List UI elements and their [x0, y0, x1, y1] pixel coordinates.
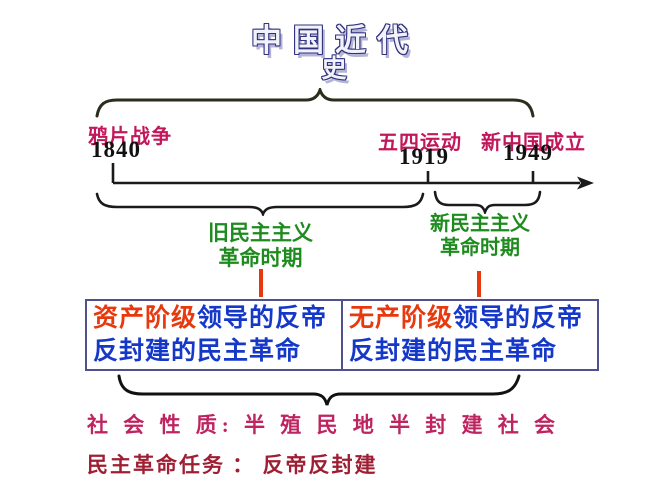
box-line: 反封建的民主革命: [349, 337, 558, 365]
box-highlight: 资产阶级: [93, 304, 198, 332]
event-label-new-china: 新中国成立: [481, 132, 586, 154]
event-label-may-fourth: 五四运动: [378, 132, 462, 154]
period-old-line-1: 旧民主主义: [208, 221, 313, 245]
old-period-connector-line: [259, 269, 263, 297]
title-line-2: 史: [321, 55, 349, 83]
top-brace: [95, 88, 535, 118]
title-line-1: 中国近代: [251, 23, 419, 58]
page-title: 中国近代 史: [210, 23, 460, 83]
revolution-definition-boxes: 资产阶级领导的反帝 反封建的民主革命 无产阶级领导的反帝 反封建的民主革命: [85, 299, 599, 371]
new-period-connector-line: [477, 271, 481, 297]
bourgeois-revolution-box: 资产阶级领导的反帝 反封建的民主革命: [87, 301, 343, 369]
period-old-democratic: 旧民主主义 革命时期: [188, 221, 333, 271]
period-old-line-2: 革命时期: [218, 246, 303, 270]
society-nature-text: 社 会 性 质: 半 殖 民 地 半 封 建 社 会: [87, 413, 560, 437]
year-1919: 1919: [399, 144, 449, 169]
new-period-brace: [433, 190, 542, 214]
box-highlight: 无产阶级: [349, 304, 454, 332]
old-period-brace: [95, 192, 425, 216]
year-1840: 1840: [91, 137, 141, 162]
arrowhead-icon: [577, 176, 594, 190]
summary-brace: [117, 374, 521, 406]
box-line: 资产阶级领导的反帝: [93, 302, 335, 335]
period-new-line-2: 革命时期: [440, 237, 520, 259]
period-new-line-1: 新民主主义: [430, 213, 530, 235]
box-line: 反封建的民主革命: [93, 337, 302, 365]
proletarian-revolution-box: 无产阶级领导的反帝 反封建的民主革命: [343, 301, 597, 369]
timeline-axis: [111, 163, 594, 190]
box-rest: 领导的反帝: [453, 304, 584, 332]
box-rest: 领导的反帝: [197, 304, 328, 332]
revolution-task-text: 民主革命任务 ： 反帝反封建: [87, 453, 378, 477]
year-1949: 1949: [503, 140, 553, 165]
period-new-democratic: 新民主主义 革命时期: [416, 212, 544, 260]
event-label-opium-war: 鸦片战争: [88, 126, 172, 148]
box-line: 无产阶级领导的反帝: [349, 302, 591, 335]
